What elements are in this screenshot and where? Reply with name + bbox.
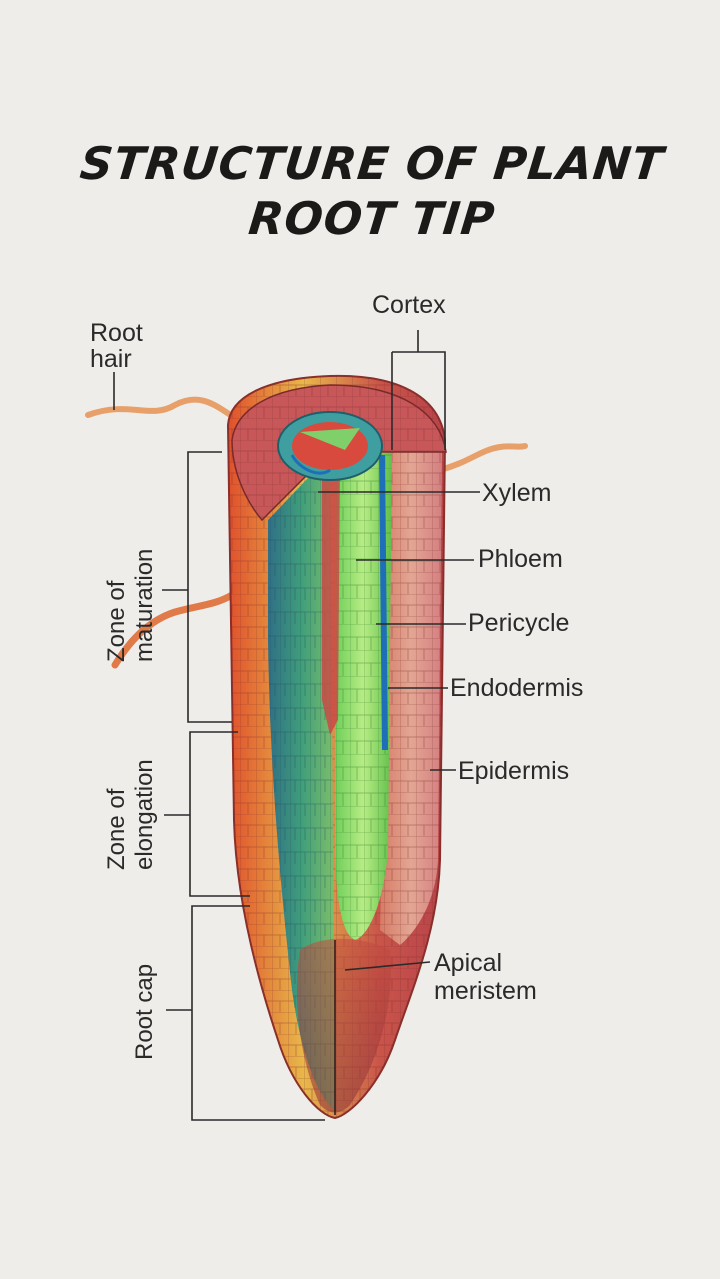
xylem-strand [322, 455, 340, 735]
label-endodermis: Endodermis [450, 674, 584, 702]
label-xylem: Xylem [482, 479, 552, 507]
root-hair-right [437, 443, 528, 473]
label-cortex: Cortex [372, 291, 446, 319]
pericycle-line [379, 454, 388, 751]
label-root: Root [90, 319, 143, 347]
label-apical: Apical [434, 949, 503, 977]
label-pericycle: Pericycle [468, 609, 570, 637]
leader-apical [344, 961, 431, 971]
label-root-cap: Root cap [131, 963, 158, 1060]
leader-cortex [391, 330, 446, 450]
label-zone-elongation-1: Zone of [103, 788, 130, 870]
label-hair: hair [90, 345, 132, 373]
label-zone-elongation-2: elongation [131, 759, 158, 870]
bracket-maturation [162, 451, 232, 723]
label-zone-maturation-1: Zone of [103, 580, 130, 662]
root-hair-middle [111, 591, 236, 669]
root-cap-region [296, 938, 391, 1113]
bracket-elongation [164, 731, 250, 897]
root-hair-top-left [85, 396, 238, 421]
label-epidermis: Epidermis [458, 757, 570, 785]
label-meristem: meristem [434, 977, 537, 1005]
label-phloem: Phloem [478, 545, 563, 573]
label-zone-maturation-2: maturation [131, 548, 158, 662]
bracket-root-cap [166, 905, 325, 1121]
